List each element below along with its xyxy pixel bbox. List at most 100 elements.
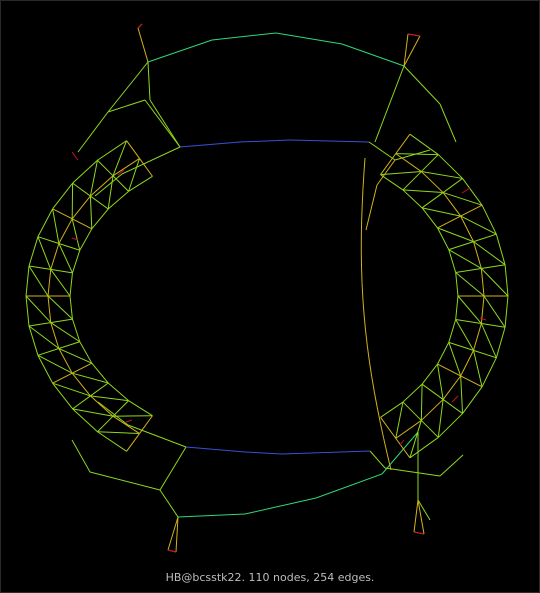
graph-edge-bottom-arc xyxy=(315,473,383,499)
graph-edge-right-brace xyxy=(409,420,422,458)
graph-edge-tip xyxy=(175,516,179,553)
graph-edge-right-rail xyxy=(460,215,474,242)
graph-edge-short xyxy=(479,317,487,321)
graph-edge-left-rail xyxy=(50,322,60,349)
graph-edge-left-rail xyxy=(50,243,60,270)
graph-edge-chord xyxy=(361,204,363,221)
graph-edge-right-rail xyxy=(437,227,450,250)
graph-edge xyxy=(374,65,405,143)
graph-edge-right-brace xyxy=(481,268,509,297)
graph-edge-left-rail xyxy=(107,382,129,402)
graph-edge-right-rung xyxy=(420,154,439,172)
graph-edge xyxy=(97,401,129,426)
graph-edge-short xyxy=(413,531,425,535)
graph-edge-right-rail xyxy=(480,268,485,297)
graph-edge-chord xyxy=(366,345,370,361)
graph-edge-left-rung xyxy=(58,341,80,350)
graph-edge-right-rung xyxy=(395,133,411,154)
graph-edge-left-rail xyxy=(91,362,109,384)
graph-edge-top-arc xyxy=(275,32,343,45)
graph-edge-right-rail xyxy=(402,383,423,403)
graph-edge-right-rung xyxy=(380,417,397,439)
graph-edge-right-rail xyxy=(421,207,438,229)
graph-edge-left-brace xyxy=(90,395,129,402)
graph-edge-left-rail xyxy=(71,318,81,342)
graph-edge-left-rung xyxy=(97,415,114,433)
graph-edge-right-brace xyxy=(437,227,474,243)
graph-edge-right-brace xyxy=(421,207,461,217)
graph-edge-left-rail xyxy=(128,175,153,192)
graph-edge-left-brace xyxy=(128,158,140,192)
graph-edge-right-rail xyxy=(504,264,509,297)
graph-edge-left-rail xyxy=(90,395,114,417)
graph-edge-left-rung xyxy=(139,158,153,177)
graph-edge-right-brace xyxy=(420,384,423,421)
graph-edge-left-rail xyxy=(79,228,93,251)
graph-edge-long xyxy=(179,141,241,148)
graph-edge-right-rail xyxy=(380,401,404,418)
graph-edge xyxy=(94,173,123,197)
graph-edge-left-rail xyxy=(25,295,30,327)
graph-edge-left-rail xyxy=(107,190,129,210)
graph-edge-top-arc xyxy=(147,39,213,63)
graph-edge-right-rail xyxy=(455,295,459,320)
graph-edge-left-rail xyxy=(69,272,73,297)
graph-edge xyxy=(417,499,431,521)
graph-edge-chord xyxy=(361,282,364,299)
graph-edge xyxy=(147,61,151,101)
graph-edge-chord xyxy=(376,407,381,424)
graph-edge-right-rung xyxy=(402,171,422,191)
graph-edge-right-rail xyxy=(402,189,423,209)
graph-edge-right-rail xyxy=(481,204,497,235)
graph-edge-right-rung xyxy=(455,318,482,325)
graph-edge-left-brace xyxy=(50,322,81,343)
graph-edge-chord xyxy=(371,376,375,393)
graph-edge-left-rung xyxy=(58,242,80,251)
graph-edge-left-rail xyxy=(47,295,52,323)
graph-edge-short xyxy=(461,187,471,194)
graph-edge-left-rung xyxy=(139,415,153,434)
graph-caption: HB@bcsstk22. 110 nodes, 254 edges. xyxy=(165,571,375,584)
graph-edge-right-rung xyxy=(448,241,474,251)
graph-edge-left-rung xyxy=(50,268,73,274)
graph-edge-chord xyxy=(362,298,365,315)
graph-edge xyxy=(403,65,441,105)
graph-edge xyxy=(369,450,386,469)
graph-edge-short xyxy=(125,419,133,423)
graph-edge-left-rail xyxy=(71,195,91,220)
graph-edge-left-brace xyxy=(89,196,93,229)
graph-edge-tip xyxy=(413,499,419,533)
graph-edge-left-rail xyxy=(97,140,127,161)
graph-edge-left-rail xyxy=(58,218,73,244)
graph-edge xyxy=(107,61,149,113)
graph-edge-right-rung xyxy=(402,401,422,421)
graph-edge-right-rail xyxy=(437,413,463,438)
graph-edge xyxy=(71,439,91,473)
graph-edge-right-rail xyxy=(495,327,506,358)
graph-edge-right-brace xyxy=(473,241,506,266)
graph-edge-right-rail xyxy=(437,154,463,179)
graph-edge-left-brace xyxy=(71,218,81,251)
graph-edge-left-rung xyxy=(28,265,51,270)
graph-edge-chord xyxy=(386,454,392,471)
graph-edge-right-rail xyxy=(448,249,457,273)
graph-edge-left-rail xyxy=(69,295,73,320)
graph-edge xyxy=(159,489,179,518)
graph-edge-long xyxy=(239,139,291,143)
graph-edge-left-rung xyxy=(112,175,129,192)
graph-edge-left-rail xyxy=(97,431,127,452)
graph-edge-right-rail xyxy=(409,437,439,459)
graph-edge-right-rail xyxy=(462,386,483,414)
graph-edge-short xyxy=(167,549,177,553)
graph-edge-right-rail xyxy=(455,272,459,297)
graph-edge-right-brace xyxy=(483,295,506,328)
graph-edge-left-rail xyxy=(128,400,153,417)
graph-edge-left-brace xyxy=(97,431,140,435)
graph-edge xyxy=(149,99,181,148)
graph-edge-right-rail xyxy=(481,357,497,388)
graph-edge-left-rail xyxy=(28,325,39,356)
graph-edge-tip xyxy=(137,27,149,63)
graph-edge-right-rung xyxy=(442,178,463,193)
graph-edge xyxy=(365,184,378,231)
graph-edge xyxy=(439,454,464,477)
